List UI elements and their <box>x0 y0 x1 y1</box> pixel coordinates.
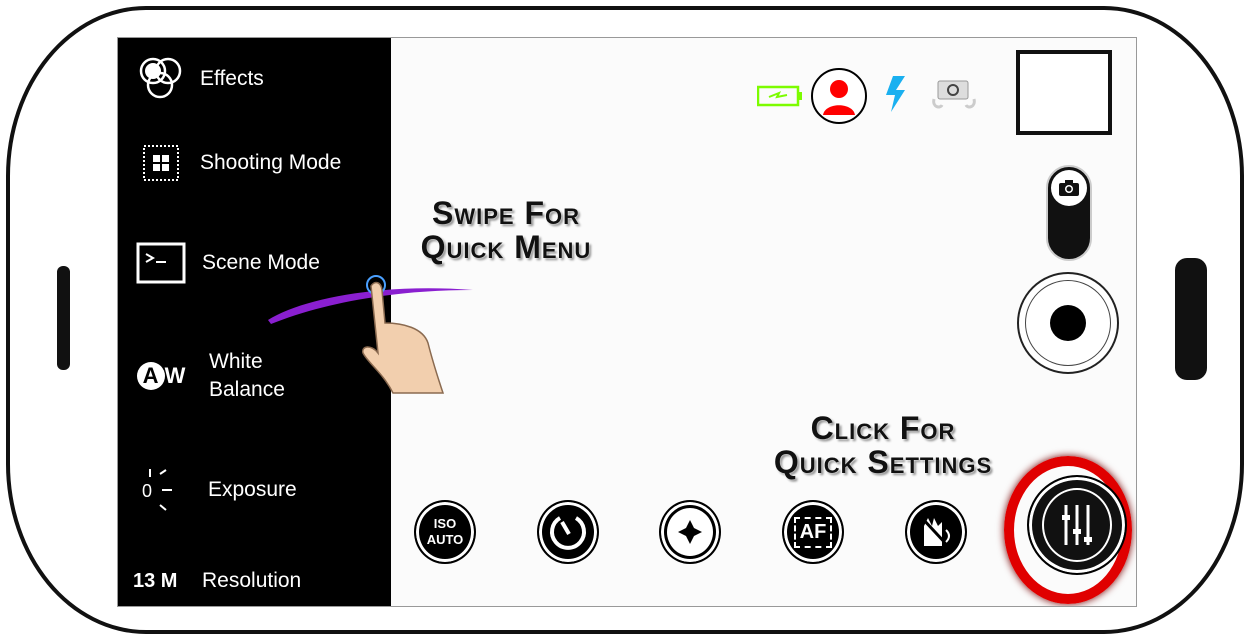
menu-item-exposure[interactable]: 0 Exposure <box>118 469 391 511</box>
menu-label: White Balance <box>209 350 285 401</box>
resolution-value: 13 M <box>133 570 178 592</box>
timer-icon <box>550 516 586 550</box>
menu-label: Shooting Mode <box>200 151 342 174</box>
swipe-gesture-icon <box>268 275 473 394</box>
photo-video-toggle[interactable] <box>1046 165 1092 261</box>
autofocus-button[interactable]: AF <box>782 500 844 564</box>
grid-icon <box>136 143 186 183</box>
menu-label: Exposure <box>208 478 297 501</box>
face-icon <box>823 80 855 115</box>
menu-item-resolution[interactable]: 13 M Resolution <box>118 566 391 596</box>
phone-side-button <box>57 266 70 370</box>
battery-charging-icon <box>757 85 802 107</box>
crosshair-icon <box>678 520 702 544</box>
menu-item-shooting-mode[interactable]: Shooting Mode <box>118 145 391 181</box>
highlight-ring <box>1004 456 1132 604</box>
timer-button[interactable] <box>537 500 599 564</box>
menu-item-white-balance[interactable]: AAWW White Balance <box>118 346 391 406</box>
exposure-icon: 0 <box>136 465 186 515</box>
menu-label: Scene Mode <box>202 251 320 274</box>
quick-menu-sidebar: Effects Shooting Mode Scene Mode AAWW Wh… <box>118 38 391 606</box>
focus-point-button[interactable] <box>659 500 721 564</box>
menu-item-scene-mode[interactable]: Scene Mode <box>118 242 391 284</box>
camera-screen: Effects Shooting Mode Scene Mode AAWW Wh… <box>117 37 1137 607</box>
scene-terminal-icon <box>136 241 186 285</box>
quick-settings-button[interactable] <box>1027 475 1127 575</box>
effects-circles-icon <box>136 56 186 102</box>
face-detection-button[interactable] <box>811 68 867 124</box>
camera-icon <box>1051 170 1087 206</box>
white-balance-icon: AAWW <box>136 362 186 390</box>
menu-label: Resolution <box>202 569 302 592</box>
phone-home-button[interactable] <box>1175 258 1207 380</box>
shutter-button[interactable] <box>1017 272 1119 374</box>
sliders-icon <box>1062 505 1092 545</box>
gallery-thumbnail[interactable] <box>1016 50 1112 135</box>
switch-camera-icon[interactable] <box>930 75 980 113</box>
no-shake-hand-icon <box>920 516 950 548</box>
menu-label: Effects <box>200 67 264 90</box>
flash-icon[interactable] <box>883 75 909 113</box>
stabilization-button[interactable] <box>905 500 967 564</box>
svg-text:0: 0 <box>142 481 152 501</box>
menu-item-effects[interactable]: Effects <box>118 57 391 99</box>
